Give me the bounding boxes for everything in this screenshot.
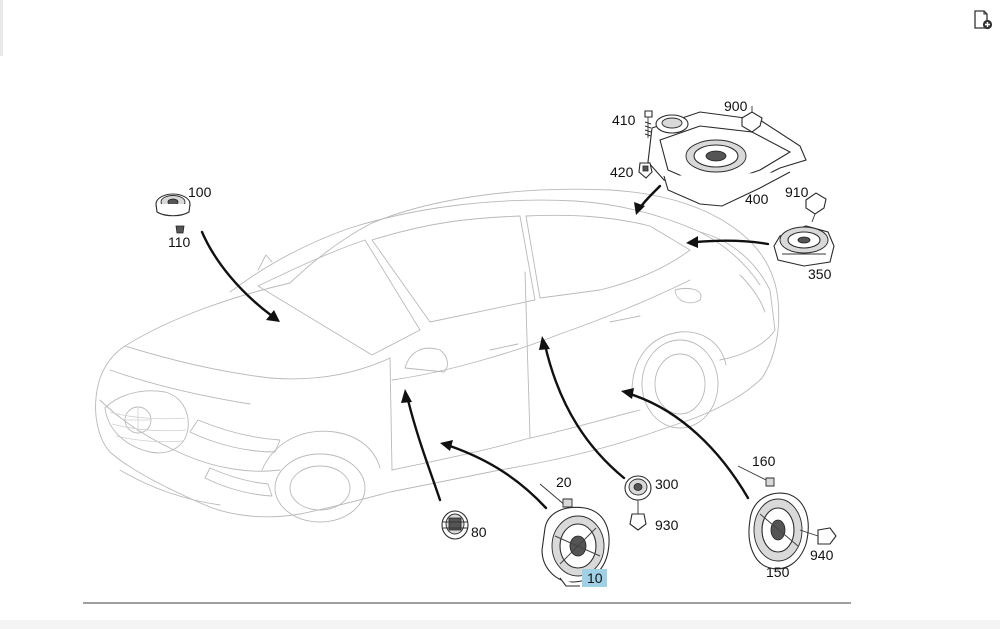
part-80-door-tweeter[interactable] — [441, 510, 469, 540]
left-panel-edge — [0, 0, 3, 56]
part-10-door-woofer[interactable] — [541, 506, 610, 587]
part-160-screw[interactable] — [737, 465, 775, 487]
callout-420[interactable]: 420 — [610, 164, 634, 180]
assembly-arrows — [200, 184, 770, 510]
callout-350[interactable]: 350 — [808, 266, 832, 282]
part-910-connector[interactable] — [805, 192, 827, 223]
part-300-rear-door-tweeter[interactable] — [624, 475, 652, 501]
callout-80[interactable]: 80 — [471, 524, 487, 540]
callout-930[interactable]: 930 — [655, 517, 679, 533]
callout-300[interactable]: 300 — [655, 476, 679, 492]
callout-410[interactable]: 410 — [612, 112, 636, 128]
part-20-screw[interactable] — [539, 483, 573, 508]
callout-150[interactable]: 150 — [766, 564, 790, 580]
note-add-icon — [974, 10, 993, 30]
callout-940[interactable]: 940 — [810, 547, 834, 563]
part-110-clip[interactable] — [175, 225, 185, 234]
car-outline — [95, 188, 780, 523]
part-940-connector[interactable] — [799, 527, 837, 545]
part-900-connector[interactable] — [741, 106, 763, 133]
part-400-subwoofer-enclosure[interactable] — [647, 111, 807, 207]
callout-100[interactable]: 100 — [188, 184, 212, 200]
part-150-rear-door-woofer[interactable] — [748, 492, 809, 570]
callout-400[interactable]: 400 — [745, 191, 769, 207]
callout-20[interactable]: 20 — [556, 474, 572, 490]
callout-10[interactable]: 10 — [587, 570, 603, 586]
callout-910[interactable]: 910 — [785, 184, 809, 200]
add-note-button[interactable] — [972, 9, 994, 31]
part-420-clip[interactable] — [638, 162, 653, 179]
callout-110[interactable]: 110 — [168, 234, 191, 250]
callout-900[interactable]: 900 — [724, 98, 748, 114]
bottom-scroll-band — [0, 620, 1000, 629]
callout-160[interactable]: 160 — [752, 453, 776, 469]
highlight-box-10 — [582, 569, 607, 587]
part-410-bolt[interactable] — [644, 110, 653, 138]
part-100-tweeter[interactable] — [155, 193, 191, 217]
part-350-rear-speaker[interactable] — [773, 225, 835, 267]
part-930-connector[interactable] — [629, 500, 647, 531]
callout-labels: 10 20 80 100 110 150 160 300 350 400 410… — [168, 98, 834, 587]
